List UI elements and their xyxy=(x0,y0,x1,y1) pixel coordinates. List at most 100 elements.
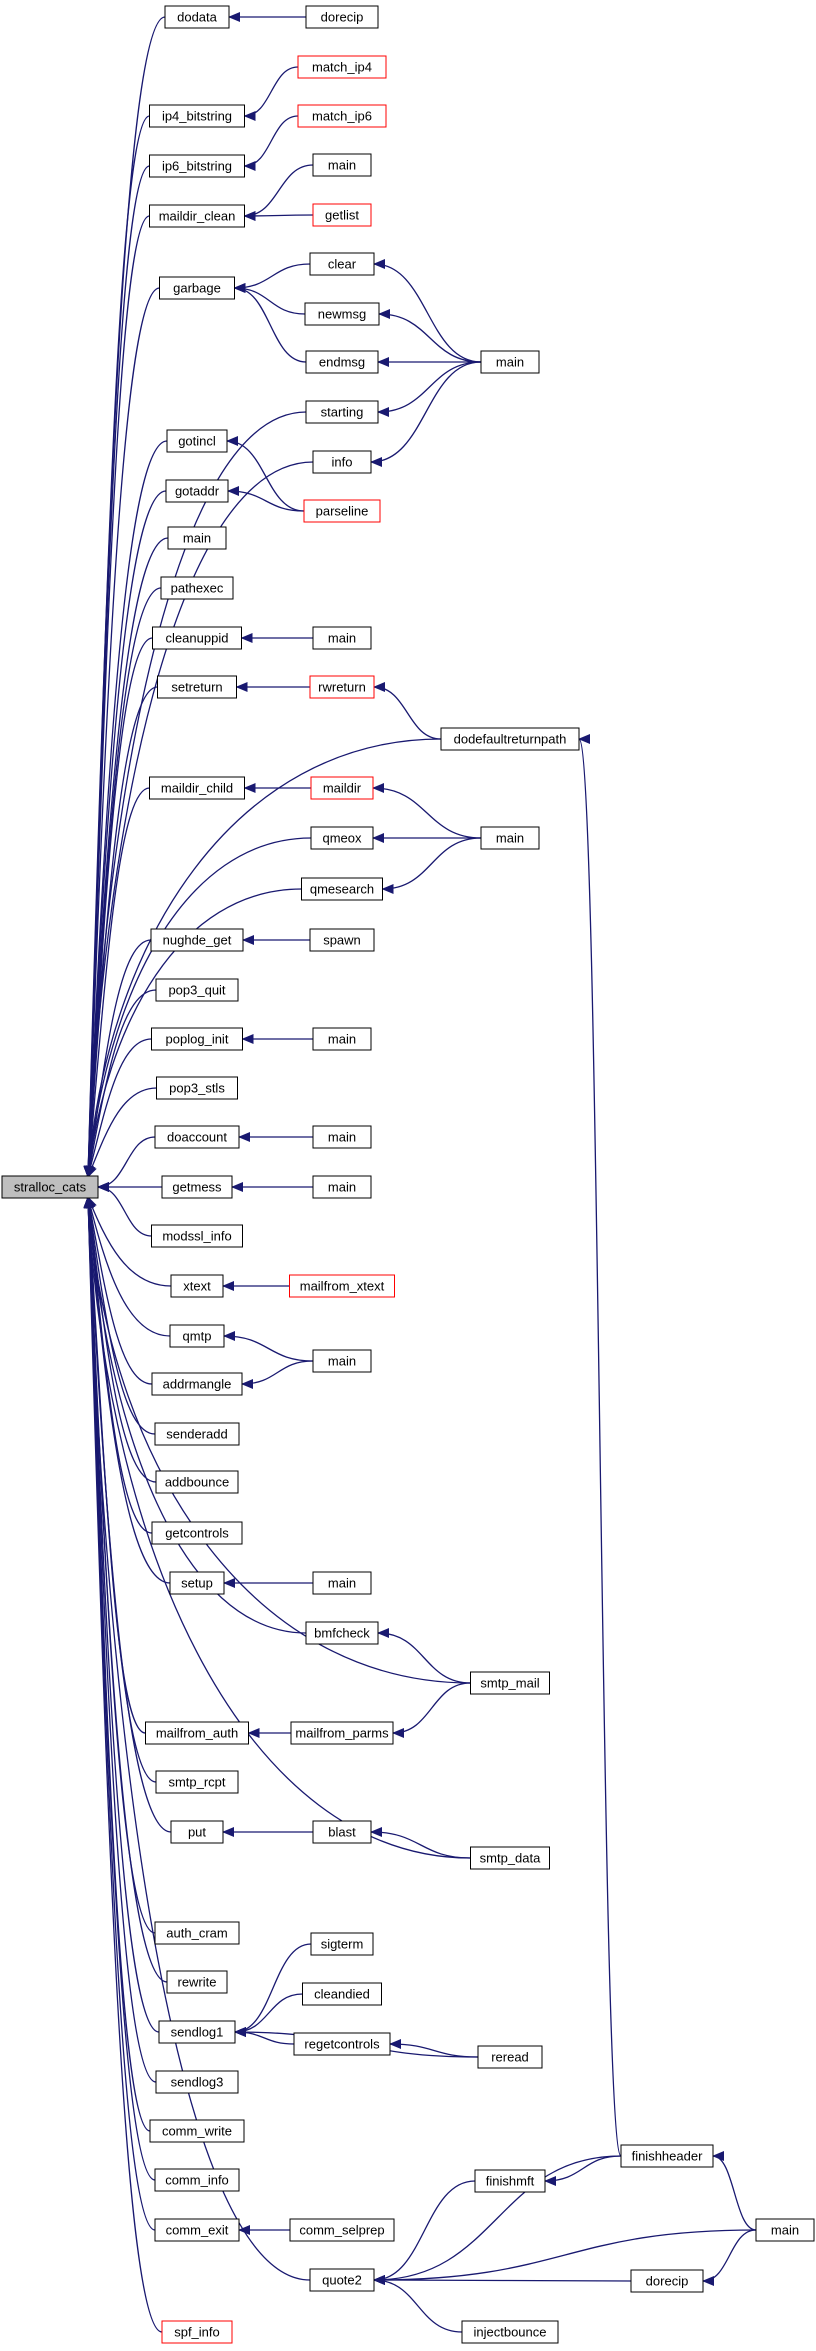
node-box[interactable] xyxy=(302,1982,382,2006)
node-qmesearch[interactable]: qmesearch xyxy=(301,877,383,901)
node-box[interactable] xyxy=(470,1846,550,1870)
node-qmtp[interactable]: qmtp xyxy=(169,1324,225,1348)
node-ip6-bitstring[interactable]: ip6_bitstring xyxy=(149,154,245,178)
node-box[interactable] xyxy=(309,2268,375,2292)
node-dorecip[interactable]: dorecip xyxy=(630,2269,704,2293)
node-box[interactable] xyxy=(290,1721,394,1745)
node-box[interactable] xyxy=(312,1125,372,1149)
node-put[interactable]: put xyxy=(170,1820,224,1844)
node-quote2[interactable]: quote2 xyxy=(309,2268,375,2292)
node-box[interactable] xyxy=(159,276,235,300)
node-main[interactable]: main xyxy=(480,826,540,850)
node-main[interactable]: main xyxy=(312,1125,372,1149)
node-gotaddr[interactable]: gotaddr xyxy=(165,479,229,503)
node-doaccount[interactable]: doaccount xyxy=(154,1125,240,1149)
node-box[interactable] xyxy=(154,2168,240,2192)
node-box[interactable] xyxy=(480,826,540,850)
node-maildir[interactable]: maildir xyxy=(310,776,374,800)
node-pop3-quit[interactable]: pop3_quit xyxy=(155,978,239,1002)
node-getmess[interactable]: getmess xyxy=(161,1175,233,1199)
node-box[interactable] xyxy=(312,1349,372,1373)
node-box[interactable] xyxy=(470,1671,550,1695)
node-box[interactable] xyxy=(461,2320,559,2344)
node-rwreturn[interactable]: rwreturn xyxy=(309,675,375,699)
node-box[interactable] xyxy=(293,2032,391,2056)
node-auth-cram[interactable]: auth_cram xyxy=(154,1921,240,1945)
node-box[interactable] xyxy=(310,826,374,850)
node-sigterm[interactable]: sigterm xyxy=(310,1932,374,1956)
node-comm-info[interactable]: comm_info xyxy=(154,2168,240,2192)
node-box[interactable] xyxy=(154,2218,240,2242)
node-box[interactable] xyxy=(164,5,230,29)
node-box[interactable] xyxy=(149,776,245,800)
node-comm-exit[interactable]: comm_exit xyxy=(154,2218,240,2242)
node-comm-selprep[interactable]: comm_selprep xyxy=(289,2218,395,2242)
node-box[interactable] xyxy=(305,400,379,424)
node-main[interactable]: main xyxy=(312,1175,372,1199)
node-box[interactable] xyxy=(305,1621,379,1645)
node-pathexec[interactable]: pathexec xyxy=(160,576,234,600)
node-box[interactable] xyxy=(156,1076,238,1100)
node-box[interactable] xyxy=(440,727,580,751)
node-spawn[interactable]: spawn xyxy=(309,928,375,952)
node-nughde-get[interactable]: nughde_get xyxy=(150,928,244,952)
node-addrmangle[interactable]: addrmangle xyxy=(151,1372,243,1396)
node-box[interactable] xyxy=(149,2119,245,2143)
node-box[interactable] xyxy=(312,1027,372,1051)
node-maildir-clean[interactable]: maildir_clean xyxy=(149,204,245,228)
node-box[interactable] xyxy=(480,350,540,374)
node-setup[interactable]: setup xyxy=(169,1571,225,1595)
node-box[interactable] xyxy=(289,1274,395,1298)
node-box[interactable] xyxy=(145,1721,249,1745)
node-box[interactable] xyxy=(151,1521,243,1545)
node-box[interactable] xyxy=(151,1224,243,1248)
node-box[interactable] xyxy=(312,1820,372,1844)
node-box[interactable] xyxy=(158,2020,236,2044)
node-dodata[interactable]: dodata xyxy=(164,5,230,29)
node-xtext[interactable]: xtext xyxy=(170,1274,224,1298)
node-sendlog1[interactable]: sendlog1 xyxy=(158,2020,236,2044)
node-box[interactable] xyxy=(289,2218,395,2242)
node-box[interactable] xyxy=(166,429,228,453)
node-box[interactable] xyxy=(165,479,229,503)
node-box[interactable] xyxy=(309,928,375,952)
node-smtp-mail[interactable]: smtp_mail xyxy=(470,1671,550,1695)
node-bmfcheck[interactable]: bmfcheck xyxy=(305,1621,379,1645)
node-main[interactable]: main xyxy=(480,350,540,374)
node-box[interactable] xyxy=(1,1175,99,1199)
node-box[interactable] xyxy=(477,2045,543,2069)
node-main[interactable]: main xyxy=(167,526,227,550)
node-senderadd[interactable]: senderadd xyxy=(154,1422,240,1446)
node-match-ip4[interactable]: match_ip4 xyxy=(297,55,387,79)
node-box[interactable] xyxy=(154,1422,240,1446)
node-box[interactable] xyxy=(309,675,375,699)
node-box[interactable] xyxy=(312,1571,372,1595)
node-getcontrols[interactable]: getcontrols xyxy=(151,1521,243,1545)
node-box[interactable] xyxy=(312,153,372,177)
node-ip4-bitstring[interactable]: ip4_bitstring xyxy=(149,104,245,128)
node-box[interactable] xyxy=(155,2070,239,2094)
node-modssl-info[interactable]: modssl_info xyxy=(151,1224,243,1248)
node-regetcontrols[interactable]: regetcontrols xyxy=(293,2032,391,2056)
node-box[interactable] xyxy=(157,675,237,699)
node-box[interactable] xyxy=(305,5,379,29)
node-endmsg[interactable]: endmsg xyxy=(305,350,379,374)
node-box[interactable] xyxy=(301,877,383,901)
node-clear[interactable]: clear xyxy=(309,252,375,276)
node-smtp-data[interactable]: smtp_data xyxy=(470,1846,550,1870)
node-dorecip[interactable]: dorecip xyxy=(305,5,379,29)
node-finishheader[interactable]: finishheader xyxy=(620,2144,714,2168)
node-box[interactable] xyxy=(155,1770,239,1794)
node-main[interactable]: main xyxy=(312,626,372,650)
node-box[interactable] xyxy=(166,1970,228,1994)
node-match-ip6[interactable]: match_ip6 xyxy=(297,104,387,128)
node-box[interactable] xyxy=(312,626,372,650)
node-box[interactable] xyxy=(303,499,381,523)
node-box[interactable] xyxy=(152,626,242,650)
node-box[interactable] xyxy=(312,203,372,227)
node-box[interactable] xyxy=(169,1571,225,1595)
node-box[interactable] xyxy=(304,302,380,326)
node-box[interactable] xyxy=(474,2169,546,2193)
node-comm-write[interactable]: comm_write xyxy=(149,2119,245,2143)
node-box[interactable] xyxy=(154,1921,240,1945)
